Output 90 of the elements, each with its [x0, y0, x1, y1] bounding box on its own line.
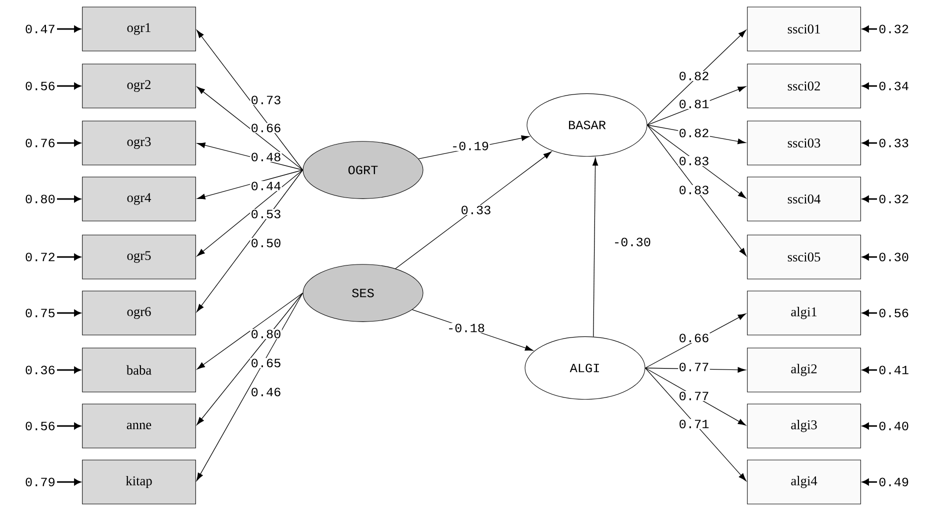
error-variance: 0.76 [26, 138, 55, 148]
error-variance: 0.41 [879, 366, 908, 374]
observed-box: ogr1 [82, 6, 196, 52]
error-variance: 0.56 [879, 308, 908, 318]
arrow [57, 254, 80, 260]
arrow [646, 124, 746, 256]
edge-label: -0.30 [612, 237, 652, 247]
arrow [196, 170, 304, 312]
arrow [57, 26, 80, 32]
arrow [196, 170, 304, 256]
observed-box: ssci02 [747, 64, 861, 108]
observed-box: ssci03 [747, 120, 861, 166]
arrow [862, 254, 877, 260]
edge-label: 0.48 [250, 152, 282, 162]
error-variance: 0.32 [879, 24, 908, 34]
edge-label: 0.66 [250, 123, 282, 133]
edge-label: 0.83 [678, 156, 710, 166]
arrow [196, 86, 304, 170]
edge-label: 0.71 [678, 419, 710, 429]
observed-box: ogr6 [82, 290, 196, 336]
observed-box: algi4 [747, 460, 861, 504]
error-variance: 0.32 [879, 194, 908, 204]
edge-label: 0.33 [460, 205, 492, 215]
arrow [646, 124, 746, 198]
error-variance: 0.30 [879, 252, 908, 262]
observed-box: anne [82, 404, 196, 448]
arrow [57, 310, 80, 316]
arrow [862, 196, 877, 202]
edge-label: 0.44 [250, 181, 282, 191]
observed-box: ogr3 [82, 120, 196, 166]
arrow [592, 158, 598, 338]
error-variance: 0.40 [879, 422, 908, 430]
arrow [646, 30, 746, 126]
error-variance: 0.33 [879, 138, 908, 148]
observed-box: ssci05 [747, 234, 861, 280]
arrow [57, 366, 80, 374]
edge-label: 0.65 [250, 358, 282, 368]
arrow [196, 292, 304, 426]
observed-box: algi1 [747, 290, 861, 336]
observed-box: ssci01 [747, 6, 861, 52]
edge-label: 0.82 [678, 128, 710, 138]
observed-box: kitap [82, 460, 196, 504]
edge-label: 0.80 [250, 329, 282, 339]
arrow [57, 140, 80, 146]
observed-box: ogr4 [82, 176, 196, 222]
arrow [862, 422, 877, 430]
edge-label: 0.82 [678, 71, 710, 81]
observed-box: algi2 [747, 348, 861, 392]
edge-label: 0.53 [250, 209, 282, 219]
edge-label: 0.83 [678, 185, 710, 195]
error-variance: 0.72 [26, 252, 54, 262]
observed-box: algi3 [747, 404, 861, 448]
observed-box: ssci04 [747, 176, 861, 222]
arrow [196, 292, 304, 370]
edge-label: -0.19 [450, 141, 490, 151]
error-variance: 0.34 [879, 82, 908, 90]
observed-box: ogr2 [82, 64, 196, 108]
error-variance: 0.49 [879, 478, 908, 486]
edge-label: 0.77 [678, 362, 710, 372]
edge-label: -0.18 [446, 323, 486, 333]
arrow [57, 478, 80, 486]
error-variance: 0.80 [26, 194, 55, 204]
arrow [57, 82, 80, 90]
arrow [862, 26, 877, 32]
arrow [395, 152, 552, 269]
arrow [862, 366, 877, 374]
edge-label: 0.73 [250, 95, 282, 105]
observed-box: ogr5 [82, 234, 196, 280]
arrow [196, 30, 304, 170]
edge-label: 0.81 [678, 99, 710, 109]
arrow [862, 478, 877, 486]
edge-label: 0.50 [250, 238, 282, 248]
error-variance: 0.75 [26, 308, 55, 318]
arrow [197, 170, 304, 200]
edge-label: 0.46 [250, 387, 282, 397]
edge-label: 0.77 [678, 391, 710, 401]
observed-box: baba [82, 348, 196, 392]
arrow [862, 140, 877, 146]
arrow [57, 196, 80, 202]
arrow [862, 310, 877, 316]
arrow [644, 368, 746, 482]
error-variance: 0.56 [26, 422, 55, 430]
error-variance: 0.47 [26, 24, 54, 34]
arrow [57, 422, 80, 430]
arrow [862, 82, 877, 90]
error-variance: 0.36 [26, 366, 55, 374]
edge-label: 0.66 [678, 333, 710, 343]
error-variance: 0.56 [26, 82, 55, 90]
error-variance: 0.79 [26, 478, 55, 486]
arrow [196, 292, 304, 481]
